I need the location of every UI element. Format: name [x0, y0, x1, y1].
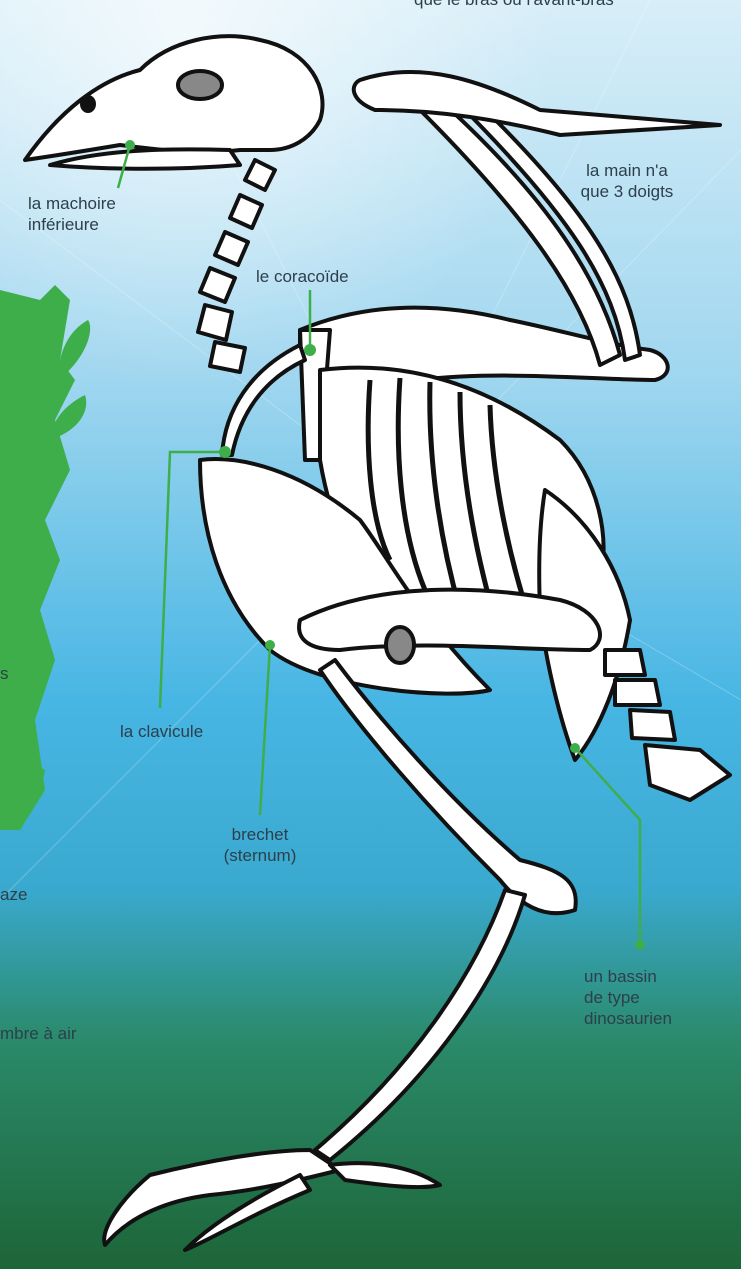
label-hand-line-1: la main n'a — [562, 160, 692, 181]
label-sternum-line-2: (sternum) — [200, 845, 320, 866]
label-sternum-line-1: brechet — [200, 824, 320, 845]
label-hand-line-2: que 3 doigts — [562, 181, 692, 202]
tibiotarsus — [320, 660, 576, 913]
label-pelvis: un bassin de type dinosaurien — [584, 966, 672, 1029]
foliage-decoration — [0, 285, 90, 830]
label-jaw-line-2: inférieure — [28, 214, 116, 235]
label-coracoid: le coracoïde — [256, 266, 349, 287]
label-left-cut-3: mbre à air — [0, 1023, 77, 1044]
skeleton — [25, 36, 730, 1250]
label-sternum: brechet (sternum) — [200, 824, 320, 866]
label-jaw-line-1: la machoire — [28, 193, 116, 214]
hand — [354, 72, 720, 135]
label-left-cut-1: s — [0, 663, 9, 684]
skull — [25, 36, 323, 160]
pelvis-callout-line — [575, 748, 640, 945]
label-jaw: la machoire inférieure — [28, 193, 116, 235]
label-pelvis-line-1: un bassin — [584, 966, 672, 987]
label-pelvis-line-3: dinosaurien — [584, 1008, 672, 1029]
label-left-cut-2: aze — [0, 884, 27, 905]
label-top-cut: que le bras ou l'avant-bras — [414, 0, 614, 10]
tarsometatarsus — [315, 890, 525, 1160]
label-clavicle: la clavicule — [120, 721, 203, 742]
label-pelvis-line-2: de type — [584, 987, 672, 1008]
sternum-callout-line — [260, 645, 270, 815]
label-hand: la main n'a que 3 doigts — [562, 160, 692, 202]
